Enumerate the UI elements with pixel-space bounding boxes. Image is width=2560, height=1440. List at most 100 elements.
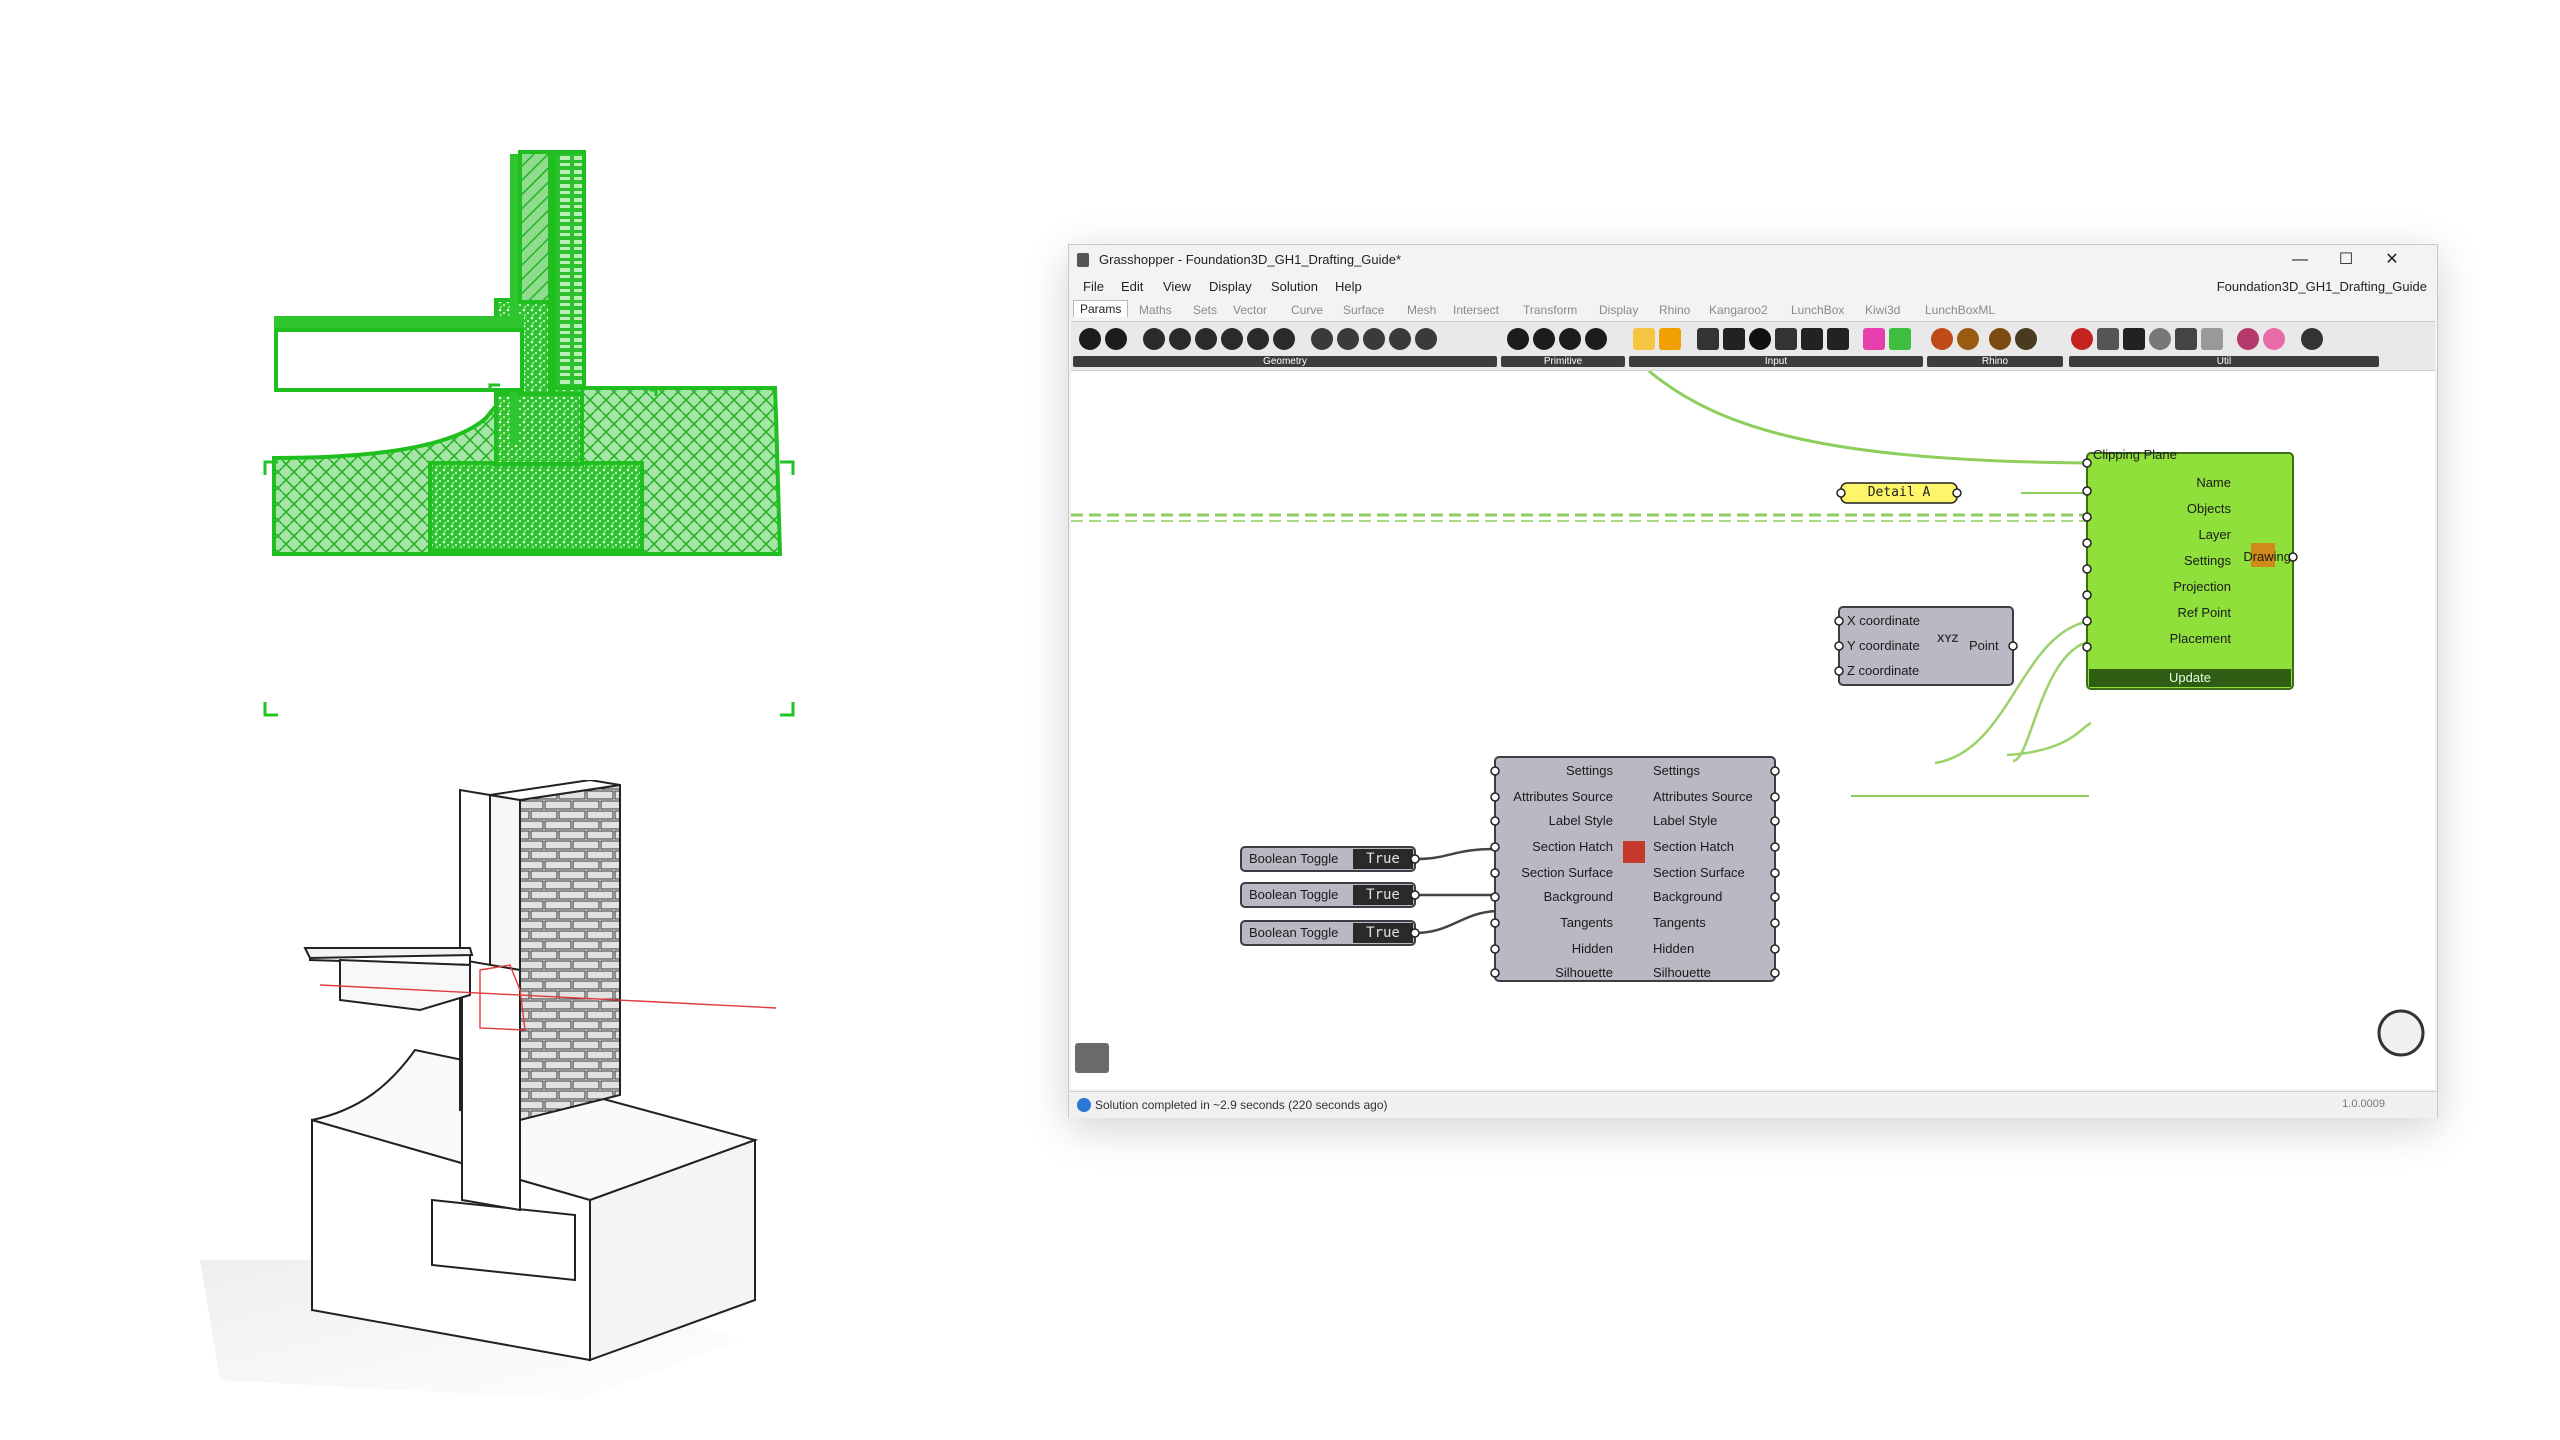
input-x-coordinate: X coordinate xyxy=(1847,613,1920,628)
toggle-2-value[interactable]: True xyxy=(1366,887,1400,903)
tab-vector[interactable]: Vector xyxy=(1233,303,1268,317)
number-param-icon[interactable] xyxy=(1559,328,1581,350)
matrix-icon[interactable] xyxy=(1889,328,1911,350)
canvas-bottom-left-icon[interactable] xyxy=(1075,1043,1109,1073)
settings-input-silhouette: Silhouette xyxy=(1555,965,1613,980)
toggle-1-label: Boolean Toggle xyxy=(1249,851,1339,866)
input-projection: Projection xyxy=(2173,579,2231,594)
rhino-layer-icon[interactable] xyxy=(1957,328,1979,350)
button-object-icon[interactable] xyxy=(1697,328,1719,350)
tab-curve[interactable]: Curve xyxy=(1291,303,1324,317)
box-icon[interactable] xyxy=(1143,328,1165,350)
grasshopper-window: Grasshopper - Foundation3D_GH1_Drafting_… xyxy=(1068,244,2438,1118)
component-tabs: Params Maths Sets Vector Curve Surface M… xyxy=(1069,299,2437,321)
construct-point-component[interactable] xyxy=(1834,606,2018,686)
detail-panel[interactable] xyxy=(1836,482,1962,504)
input-objects: Objects xyxy=(2186,501,2231,516)
circle-x-icon[interactable] xyxy=(1079,328,1101,350)
xyz-icon: XYZ xyxy=(1937,633,1959,645)
menu-help[interactable]: Help xyxy=(1335,279,1362,294)
colour-swatch-icon[interactable] xyxy=(1749,328,1771,350)
flask-icon[interactable] xyxy=(2263,328,2285,350)
panel-icon[interactable] xyxy=(1863,328,1885,350)
point-param-icon[interactable] xyxy=(1363,328,1385,350)
circle-param-icon[interactable] xyxy=(1221,328,1243,350)
tab-lunchbox[interactable]: LunchBox xyxy=(1791,303,1845,317)
text-param-icon[interactable] xyxy=(1585,328,1607,350)
section-detail-drawing xyxy=(263,150,795,717)
tab-kiwi3d[interactable]: Kiwi3d xyxy=(1865,303,1901,317)
viewer-icon[interactable] xyxy=(2097,328,2119,350)
rhino-block-icon[interactable] xyxy=(2015,328,2037,350)
rectangle-param-icon[interactable] xyxy=(1389,328,1411,350)
plane-param-icon[interactable] xyxy=(1337,328,1359,350)
boolean-toggles[interactable] xyxy=(1240,846,1420,946)
tab-kangaroo2[interactable]: Kangaroo2 xyxy=(1709,303,1768,317)
checklist-icon[interactable] xyxy=(1827,328,1849,350)
floor-slab-3d xyxy=(303,947,474,1012)
tab-surface[interactable]: Surface xyxy=(1343,303,1385,317)
canvas-navigation-icon[interactable] xyxy=(2377,1009,2425,1057)
graph-mapper-icon[interactable] xyxy=(1633,328,1655,350)
line-param-icon[interactable] xyxy=(1273,328,1295,350)
menu-bar: File Edit View Display Solution Help Fou… xyxy=(1069,275,2437,299)
tree-icon[interactable] xyxy=(2123,328,2145,350)
boolean-param-icon[interactable] xyxy=(1507,328,1529,350)
section-plane-lines xyxy=(319,964,777,1031)
minimize-button[interactable]: — xyxy=(2292,251,2308,268)
rhino-hatch-icon[interactable] xyxy=(1989,328,2011,350)
grasshopper-canvas[interactable]: Clipping Plane Name Objects Layer Settin… xyxy=(1071,371,2435,1089)
tab-params[interactable]: Params xyxy=(1073,300,1129,317)
toggle-object-icon[interactable] xyxy=(1723,328,1745,350)
drawing-component[interactable] xyxy=(2082,452,2298,690)
wall-section xyxy=(510,150,586,444)
tab-display[interactable]: Display xyxy=(1599,303,1639,317)
input-z-coordinate: Z coordinate xyxy=(1847,663,1920,678)
sphere-icon[interactable] xyxy=(2237,328,2259,350)
settings-input-hidden: Hidden xyxy=(1571,941,1613,956)
toggle-3-value[interactable]: True xyxy=(1366,925,1400,941)
tab-mesh[interactable]: Mesh xyxy=(1407,303,1437,317)
settings-output-settings: Settings xyxy=(1653,763,1700,778)
settings-output-tangents: Tangents xyxy=(1653,915,1706,930)
circle-util-icon[interactable] xyxy=(2149,328,2171,350)
arrow-right-icon[interactable] xyxy=(2175,328,2197,350)
menu-display[interactable]: Display xyxy=(1209,279,1252,294)
update-button[interactable]: Update xyxy=(2169,670,2211,685)
integer-param-icon[interactable] xyxy=(1533,328,1555,350)
gradient-icon[interactable] xyxy=(1659,328,1681,350)
edit-icon[interactable] xyxy=(1105,328,1127,350)
tab-rhino[interactable]: Rhino xyxy=(1659,303,1691,317)
menu-file[interactable]: File xyxy=(1083,279,1104,294)
value-list-icon[interactable] xyxy=(1801,328,1823,350)
toggle-1-value[interactable]: True xyxy=(1366,851,1400,867)
menu-edit[interactable]: Edit xyxy=(1121,279,1144,294)
drawing-component-icon xyxy=(2251,543,2275,567)
slider-icon[interactable] xyxy=(1775,328,1797,350)
input-name: Name xyxy=(2196,475,2231,490)
menu-solution[interactable]: Solution xyxy=(1271,279,1318,294)
tab-intersect[interactable]: Intersect xyxy=(1453,303,1500,317)
rhino-object-icon[interactable] xyxy=(1931,328,1953,350)
mesh-param-icon[interactable] xyxy=(1311,328,1333,350)
arrow-outline-icon[interactable] xyxy=(2201,328,2223,350)
input-ref-point: Ref Point xyxy=(2177,605,2231,620)
tab-maths[interactable]: Maths xyxy=(1139,303,1172,317)
field-icon[interactable] xyxy=(1247,328,1269,350)
status-message: Solution completed in ~2.9 seconds (220 … xyxy=(1095,1098,1388,1112)
panel-text[interactable]: Detail A xyxy=(1867,485,1931,500)
brep-icon[interactable] xyxy=(1169,328,1191,350)
surface-param-icon[interactable] xyxy=(1415,328,1437,350)
curve-icon[interactable] xyxy=(1195,328,1217,350)
group-geometry: Geometry xyxy=(1073,356,1497,367)
maximize-button[interactable]: ☐ xyxy=(2338,251,2354,268)
floor-slab-section xyxy=(274,316,524,392)
settings-util-icon[interactable] xyxy=(2301,328,2323,350)
menu-view[interactable]: View xyxy=(1163,279,1191,294)
tab-lunchboxml[interactable]: LunchBoxML xyxy=(1925,303,1996,317)
tab-sets[interactable]: Sets xyxy=(1193,303,1218,317)
close-button[interactable]: ✕ xyxy=(2385,251,2399,268)
cherry-icon[interactable] xyxy=(2071,328,2093,350)
tab-transform[interactable]: Transform xyxy=(1523,303,1578,317)
settings-component[interactable] xyxy=(1490,756,1780,982)
